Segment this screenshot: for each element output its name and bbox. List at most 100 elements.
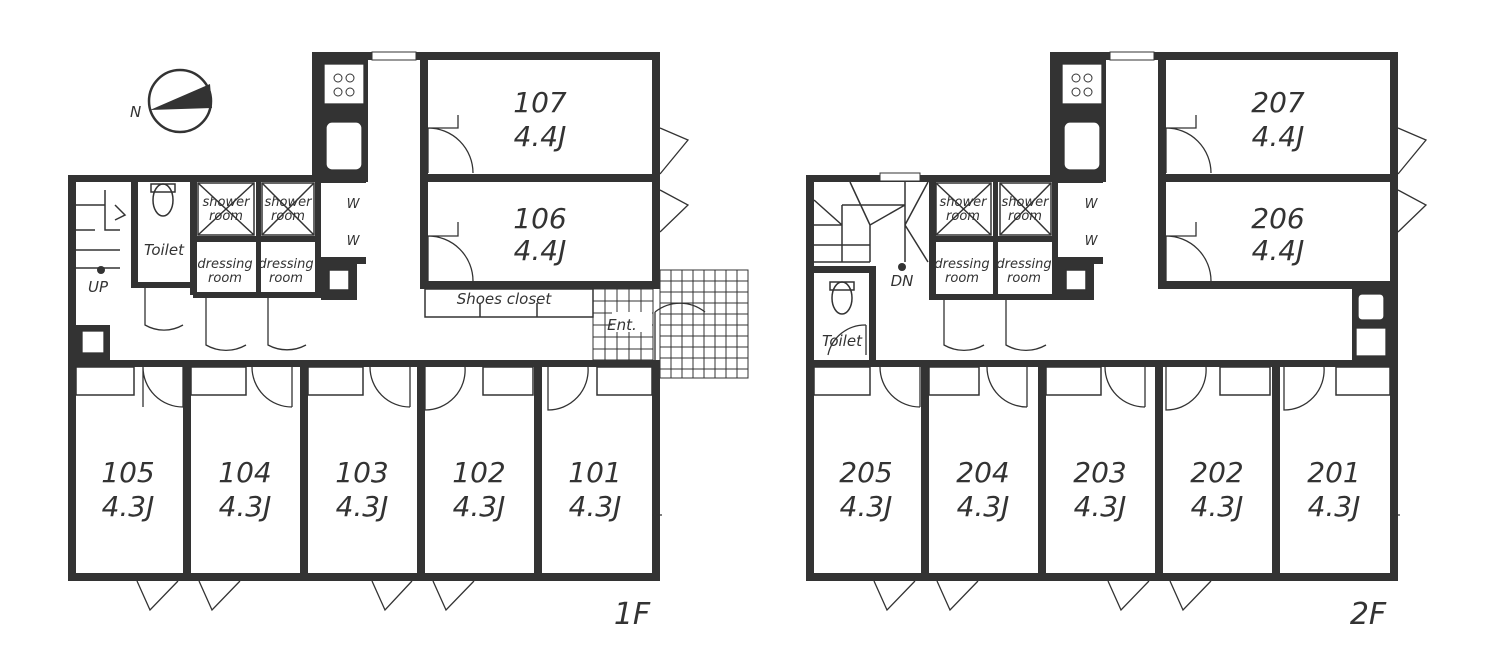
f1-wall-room107-west xyxy=(420,52,428,288)
f1-closet-105 xyxy=(75,366,135,396)
f2-corridor-south-wall xyxy=(806,360,1398,367)
f1-divider-104-103 xyxy=(300,360,308,581)
f1-entrance-label: Ent. xyxy=(607,316,637,334)
f2-divider-202-201 xyxy=(1272,360,1280,581)
f1-stairs-up-label: UP xyxy=(88,278,109,296)
f2-room-205-size: 4.3J xyxy=(840,490,893,523)
f1-washer-label-2: W xyxy=(347,234,361,249)
f1-room-101-size: 4.3J xyxy=(569,490,622,523)
f2-stair-south-wall xyxy=(806,266,876,273)
f2-divider-203-202 xyxy=(1155,360,1163,581)
f2-wall-207-206 xyxy=(1158,174,1398,182)
f2-closet-202 xyxy=(1219,366,1271,396)
f2-room-202-size: 4.3J xyxy=(1191,490,1244,523)
f2-kitchen-sink xyxy=(1063,121,1101,171)
f1-wall-106-south xyxy=(420,281,660,289)
f1-stove xyxy=(323,63,365,105)
f1-stairs xyxy=(76,190,127,274)
f2-dressing-label-2b: room xyxy=(1007,271,1041,286)
f2-stairs-down-label: DN xyxy=(891,272,914,290)
f2-shower-room-2 xyxy=(999,182,1052,236)
f1-room-103-size: 4.3J xyxy=(336,490,389,523)
compass-needle xyxy=(150,84,212,110)
f1-shower-room-1 xyxy=(197,182,255,236)
compass: N xyxy=(130,68,213,134)
f2-closet-201 xyxy=(1335,366,1391,396)
f1-room-107-size: 4.4J xyxy=(514,120,567,153)
f2-dressing-south-wall xyxy=(929,294,1058,300)
f2-wall-east xyxy=(1390,52,1398,581)
f1-room-106-size: 4.4J xyxy=(514,234,567,267)
f2-divider-204-203 xyxy=(1038,360,1046,581)
f2-washer-label-2: W xyxy=(1085,234,1099,249)
f2-dressing-label-1a: dressing xyxy=(934,257,989,272)
f1-dressing-label-1b: room xyxy=(208,271,242,286)
f2-room-203-number: 203 xyxy=(1073,456,1126,489)
f2-wall-south xyxy=(806,573,1398,581)
f1-toilet-west-wall xyxy=(131,175,138,285)
f2-toilet-east-wall xyxy=(869,266,876,360)
f1-doors xyxy=(136,115,706,612)
f1-dressing-label-2b: room xyxy=(269,271,303,286)
f1-shower-dressing-wall xyxy=(193,236,321,242)
f1-floor-label: 1F xyxy=(614,597,651,632)
f1-dressing-south-wall xyxy=(193,292,321,298)
f1-room-107-number: 107 xyxy=(513,86,567,119)
f1-entrance-tiles xyxy=(592,269,749,379)
f2-room-207-number: 207 xyxy=(1251,86,1305,119)
f1-room-101-number: 101 xyxy=(568,456,621,489)
f2-room-206-number: 206 xyxy=(1251,202,1304,235)
f1-dressing-label-1a: dressing xyxy=(197,257,252,272)
f2-shower-label-2b: room xyxy=(1008,209,1042,224)
f1-room-106-number: 106 xyxy=(513,202,566,235)
f2-washer-bottom xyxy=(1058,257,1103,264)
f1-wall-north-top xyxy=(312,52,660,60)
f1-room-102-number: 102 xyxy=(452,456,505,489)
f1-shower-label-1b: room xyxy=(209,209,243,224)
f1-wall-west xyxy=(68,175,76,580)
f2-shower-label-1b: room xyxy=(946,209,980,224)
f1-shower-divider xyxy=(256,175,261,295)
f2-stove xyxy=(1061,63,1103,105)
f1-closet-104 xyxy=(190,366,247,396)
floor-1-plan: 107 4.4J 106 4.4J 105 4.3J 104 4.3J 103 … xyxy=(68,51,749,632)
f1-wall-kitchen-west xyxy=(312,52,320,182)
f2-room-206-size: 4.4J xyxy=(1252,234,1305,267)
f1-wall-east-top xyxy=(652,52,660,288)
f1-toilet-east-wall xyxy=(190,175,197,295)
f1-wall-east-bottom xyxy=(652,362,660,581)
f2-wall-kitchen-west xyxy=(1050,52,1058,182)
f2-room-203-size: 4.3J xyxy=(1074,490,1127,523)
f1-shower-east-wall xyxy=(315,175,321,295)
f2-room-202-number: 202 xyxy=(1190,456,1243,489)
f2-room-201-size: 4.3J xyxy=(1308,490,1361,523)
f1-room-104-number: 104 xyxy=(218,456,271,489)
f1-shower-label-2b: room xyxy=(271,209,305,224)
f2-shower-dressing-wall xyxy=(929,236,1058,242)
f1-wall-107-106 xyxy=(420,174,660,182)
f1-room-102-size: 4.3J xyxy=(453,490,506,523)
f2-shower-label-1a: shower xyxy=(940,195,989,210)
f1-dressing-label-2a: dressing xyxy=(258,257,313,272)
f2-divider-205-204 xyxy=(921,360,929,581)
f1-room-104-size: 4.3J xyxy=(219,490,272,523)
f2-room-207-size: 4.4J xyxy=(1252,120,1305,153)
f1-closet-101 xyxy=(596,366,653,396)
f2-wall-west xyxy=(806,175,814,580)
f2-shower-room-1 xyxy=(935,182,992,236)
f2-room-205-number: 205 xyxy=(839,456,892,489)
f2-doors xyxy=(827,115,1428,612)
floor-2-plan: 207 4.4J 206 4.4J 205 4.3J 204 4.3J 203 … xyxy=(806,51,1428,632)
f1-room-103-number: 103 xyxy=(335,456,388,489)
f1-washer-bottom xyxy=(321,257,366,264)
f2-closet-204 xyxy=(928,366,980,396)
f2-wall-room207-west xyxy=(1158,52,1166,288)
f1-divider-102-101 xyxy=(534,360,542,581)
f1-room-105-size: 4.3J xyxy=(102,490,155,523)
f1-toilet-label: Toilet xyxy=(144,241,185,259)
f1-toilet-south-wall xyxy=(131,282,197,288)
f1-shower-room-2 xyxy=(261,182,315,236)
f2-room-201-number: 201 xyxy=(1307,456,1360,489)
f1-closet-103 xyxy=(307,366,364,396)
f2-dressing-label-1b: room xyxy=(945,271,979,286)
